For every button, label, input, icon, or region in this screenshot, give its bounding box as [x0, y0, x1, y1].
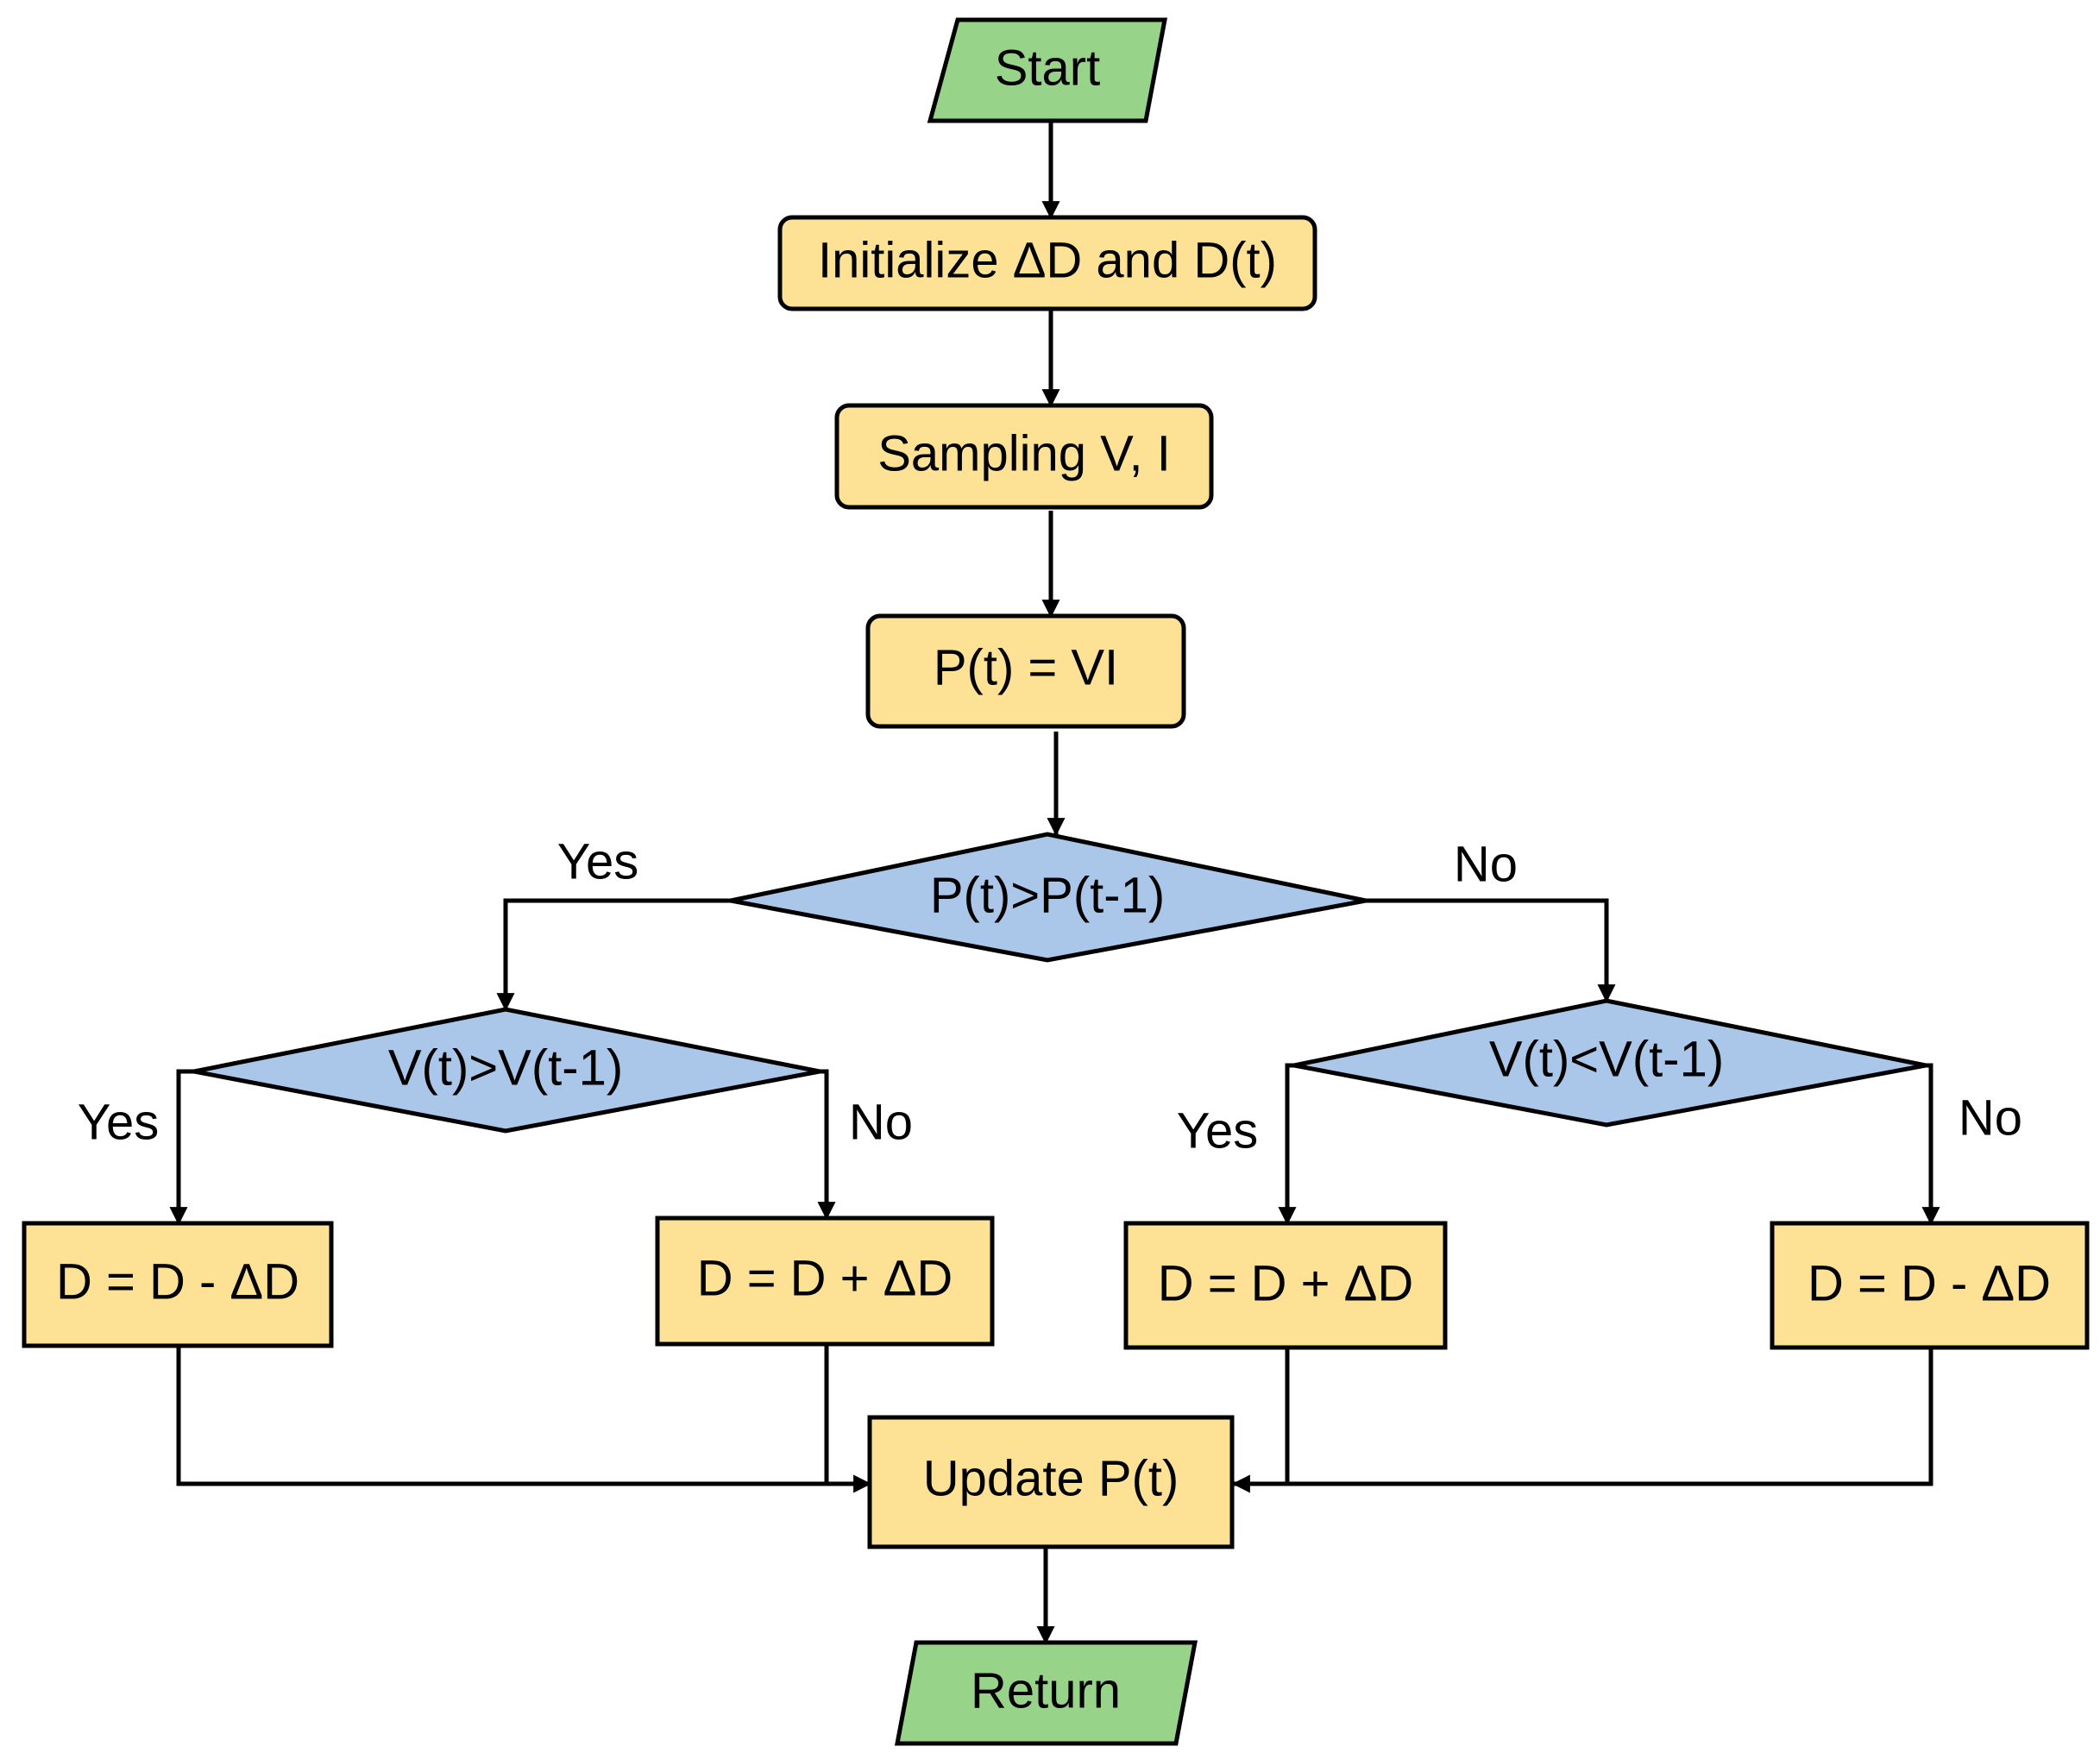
edge-label-power-yes: Yes — [557, 833, 639, 889]
start-label: Start — [995, 40, 1101, 96]
edge-label-vgt-yes: Yes — [78, 1094, 160, 1150]
edge-rr-update — [1231, 1348, 1933, 1493]
edge-vlt-yes — [1278, 1063, 1297, 1226]
edge-label-vgt-no: No — [849, 1094, 913, 1150]
box-right-left: D = D + ΔD — [1123, 1221, 1448, 1350]
edge-power-no — [1366, 898, 1616, 1003]
edge-power-yes — [496, 898, 731, 1012]
edge-vlt-no — [1921, 1063, 1940, 1226]
box-right-right-label: D = D - ΔD — [1808, 1255, 2051, 1311]
power-decision: P(t)>P(t-1) — [730, 832, 1367, 963]
init-label: Initialize ΔD and D(t) — [818, 232, 1277, 288]
return-node: Return — [894, 1640, 1198, 1746]
init-node: Initialize ΔD and D(t) — [777, 215, 1317, 311]
power-label: P(t) = VI — [934, 639, 1118, 695]
sampling-label: Sampling V, I — [877, 425, 1171, 481]
v-greater-decision-label: V(t)>V(t-1) — [388, 1040, 623, 1096]
box-left-right-label: D = D + ΔD — [697, 1250, 953, 1306]
update-label: Update P(t) — [923, 1450, 1179, 1506]
box-left-left-label: D = D - ΔD — [56, 1253, 299, 1310]
power-decision-label: P(t)>P(t-1) — [930, 867, 1165, 923]
edge-label-vlt-no: No — [1959, 1090, 2022, 1146]
edge-vgt-yes — [169, 1069, 194, 1226]
v-less-decision: V(t)<V(t-1) — [1293, 998, 1927, 1128]
box-left-left: D = D - ΔD — [22, 1221, 334, 1348]
update-node: Update P(t) — [867, 1415, 1235, 1549]
power-node: P(t) = VI — [865, 613, 1186, 729]
box-right-left-label: D = D + ΔD — [1158, 1255, 1414, 1311]
start-node: Start — [927, 17, 1168, 123]
sampling-node: Sampling V, I — [834, 403, 1214, 510]
v-less-decision-label: V(t)<V(t-1) — [1489, 1031, 1724, 1087]
connectors — [169, 121, 1940, 1645]
edge-label-vlt-yes: Yes — [1177, 1103, 1259, 1159]
return-label: Return — [971, 1662, 1121, 1718]
box-right-right: D = D - ΔD — [1770, 1221, 2090, 1350]
edge-ll-update — [176, 1346, 872, 1493]
edge-label-power-no: No — [1454, 836, 1518, 892]
box-left-right: D = D + ΔD — [655, 1216, 995, 1347]
edge-vgt-no — [817, 1069, 836, 1221]
v-greater-decision: V(t)>V(t-1) — [193, 1007, 821, 1134]
